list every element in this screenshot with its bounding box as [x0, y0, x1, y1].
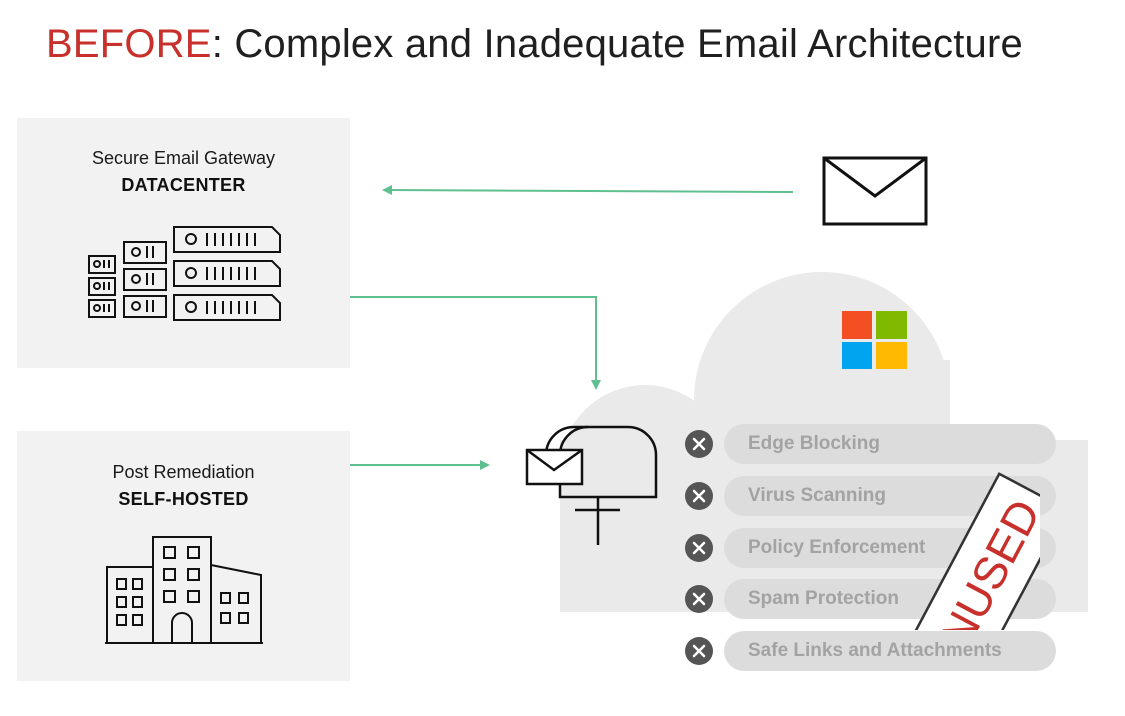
datacenter-label: Secure Email Gateway [91, 148, 276, 168]
arrow-email-to-gateway [382, 185, 794, 196]
title-rest: : Complex and Inadequate Email Architect… [211, 22, 1023, 66]
datacenter-sublabel: DATACENTER [121, 175, 246, 195]
envelope-icon [822, 156, 928, 226]
office-building-icon [105, 536, 263, 644]
feature-label: Policy Enforcement [748, 537, 926, 558]
feature-safe-links: Safe Links and Attachments [724, 631, 1056, 671]
feature-edge-blocking: Edge Blocking [724, 424, 1056, 464]
x-circle-icon [685, 637, 713, 665]
x-circle-icon [685, 585, 713, 613]
page-title: BEFORE: Complex and Inadequate Email Arc… [46, 22, 1023, 67]
selfhosted-label: Post Remediation [112, 462, 255, 482]
unused-stamp: UNUSED [894, 472, 1040, 630]
feature-label: Virus Scanning [748, 485, 886, 506]
mailbox-icon [525, 425, 658, 545]
datacenter-panel: Secure Email Gateway DATACENTER [17, 118, 350, 368]
x-circle-icon [685, 482, 713, 510]
arrow-gateway-to-mailbox [318, 296, 601, 390]
server-rack-icon [88, 226, 281, 321]
feature-label: Spam Protection [748, 588, 899, 609]
feature-label: Safe Links and Attachments [748, 640, 1002, 661]
selfhosted-sublabel: SELF-HOSTED [118, 489, 249, 509]
microsoft-logo-icon [842, 311, 907, 369]
feature-label: Edge Blocking [748, 433, 880, 454]
title-highlight: BEFORE [46, 22, 212, 66]
x-circle-icon [685, 534, 713, 562]
selfhosted-panel: Post Remediation SELF-HOSTED [17, 431, 350, 681]
x-circle-icon [685, 430, 713, 458]
